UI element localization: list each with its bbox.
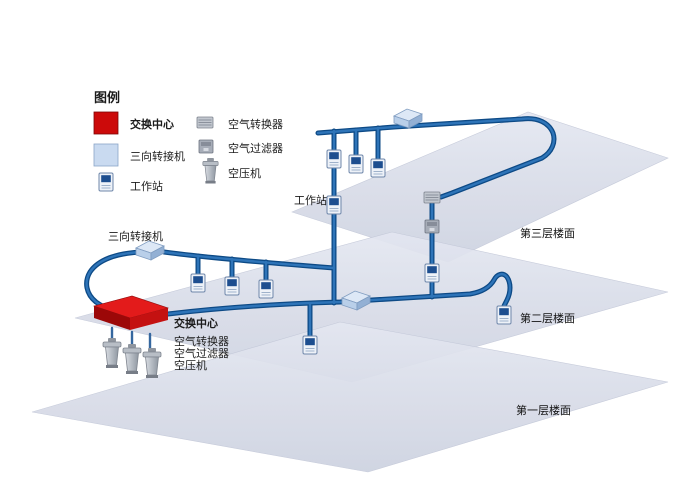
air-compressor-label: 空压机 <box>174 358 207 372</box>
legend: 图例 交换中心 三向转接机 工作站 空气转换器 空气过滤器 空压机 <box>93 90 283 193</box>
workstation-icon <box>258 279 274 299</box>
floor3-label: 第三层楼面 <box>520 226 575 240</box>
legend-air-compressor-icon <box>202 157 219 184</box>
legend-workstation-label: 工作站 <box>130 179 163 193</box>
air-converter-label: 空气转换器 <box>174 334 229 348</box>
diagram-labels: 三向转接机 工作站 交换中心 空气转换器 空气过滤器 空压机 第三层楼面 第二层… <box>108 193 575 417</box>
exchange-center-label: 交换中心 <box>174 316 218 330</box>
exchange-center-device <box>92 295 170 330</box>
legend-three-way-adapter-label: 三向转接机 <box>130 149 185 163</box>
legend-title: 图例 <box>94 90 120 106</box>
workstation-icon <box>424 263 440 283</box>
workstation-icon <box>326 195 342 215</box>
workstation-icon <box>370 158 386 178</box>
legend-air-converter-icon <box>196 116 214 129</box>
legend-exchange-center-label: 交换中心 <box>130 117 174 131</box>
exchange-center-swatch <box>93 111 119 135</box>
workstation-icon <box>496 305 512 325</box>
floor2-label: 第二层楼面 <box>520 311 575 325</box>
workstation-icon <box>326 149 342 169</box>
legend-air-filter-icon <box>198 139 214 154</box>
exchange-center-right-face <box>130 308 168 330</box>
air-filter-icon <box>424 219 440 234</box>
workstation-icon <box>348 154 364 174</box>
air-compressor-group <box>102 337 162 379</box>
exchange-center-left-face <box>94 306 130 330</box>
legend-air-converter-label: 空气转换器 <box>228 117 283 131</box>
workstation-icon <box>190 273 206 293</box>
three-way-adapter-icon <box>135 240 165 261</box>
floor1-plane <box>31 321 669 473</box>
legend-air-filter-label: 空气过滤器 <box>228 141 283 155</box>
floor3-plane <box>291 111 669 263</box>
workstation-icon <box>224 276 240 296</box>
three-way-adapter-label: 三向转接机 <box>108 229 163 243</box>
floor1-label: 第一层楼面 <box>516 403 571 417</box>
air-filter-label: 空气过滤器 <box>174 346 229 360</box>
floor-planes <box>31 111 669 473</box>
three-way-adapter-swatch <box>93 143 119 167</box>
workstation-label: 工作站 <box>294 193 327 207</box>
legend-workstation-icon <box>98 172 114 192</box>
workstation-icon <box>302 335 318 355</box>
air-converter-icon <box>423 191 441 204</box>
legend-air-compressor-label: 空压机 <box>228 166 261 180</box>
air-compressor-icon <box>102 337 122 369</box>
air-compressor-icon <box>142 347 162 379</box>
air-compressor-icon <box>122 343 142 375</box>
